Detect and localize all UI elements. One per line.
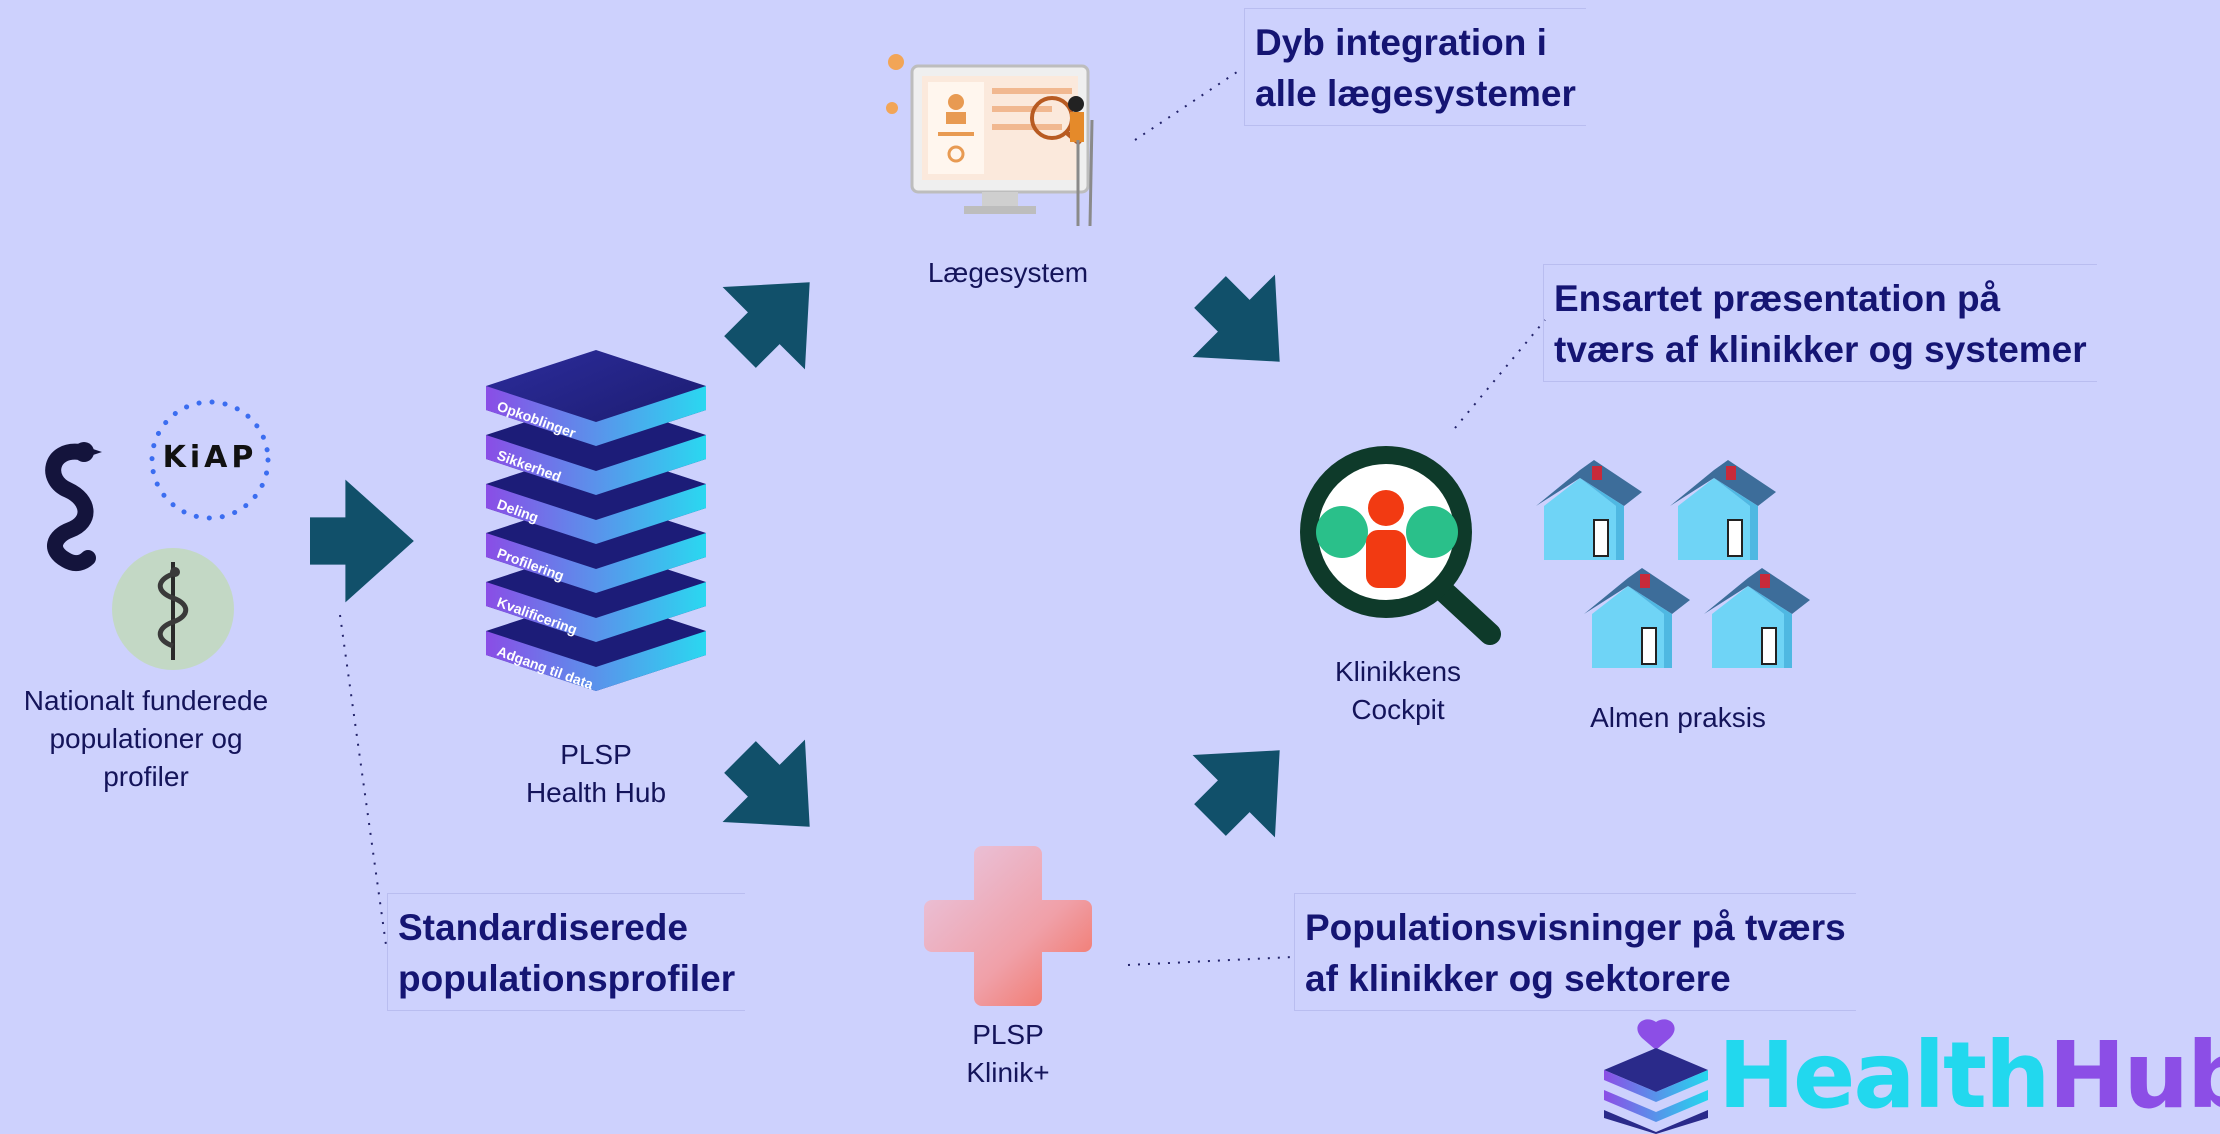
almen-praksis-houses — [1535, 459, 1811, 669]
callout-ensartet-line2: tværs af klinikker og systemer — [1554, 329, 2087, 370]
hub-label: PLSP Health Hub — [500, 736, 692, 812]
hub-label-line2: Health Hub — [525, 777, 667, 808]
klinik-plus-cross-icon — [924, 846, 1092, 1006]
cockpit-label-line2: Cockpit — [1351, 694, 1445, 725]
callout-integration: Dyb integration i alle lægesystemer — [1244, 8, 1586, 126]
almen-praksis-label: Almen praksis — [1590, 702, 1766, 733]
callout-integration-line2: alle lægesystemer — [1255, 73, 1576, 114]
healthhub-logo-part1: Health — [1718, 1022, 2050, 1129]
arrow-laegesystem-to-cockpit — [1168, 250, 1321, 403]
kiap-text: KiAP — [162, 440, 258, 475]
arrow-hub-to-klinik — [698, 715, 851, 868]
leader-standard — [339, 614, 387, 946]
healthhub-logo: HealthHub — [1600, 1018, 2220, 1134]
house-icon — [1583, 567, 1691, 669]
leader-population — [1127, 956, 1294, 966]
arrow-sources-to-hub — [310, 479, 414, 603]
callout-population-line2: af klinikker og sektorere — [1305, 958, 1731, 999]
callout-population: Populationsvisninger på tværs af klinikk… — [1294, 893, 1856, 1011]
cockpit-label: Klinikkens Cockpit — [1296, 653, 1500, 729]
house-icon — [1703, 567, 1811, 669]
asclepius-logo — [112, 548, 234, 670]
house-icon — [1535, 459, 1643, 561]
callout-population-line1: Populationsvisninger på tværs — [1305, 907, 1846, 948]
sources-label-line1: Nationalt funderede — [23, 685, 269, 716]
leader-integration — [1134, 69, 1241, 141]
healthhub-logo-part2: Hub — [2048, 1022, 2220, 1129]
rod-of-asclepius-icon — [157, 562, 189, 660]
health-hub-stack: OpkoblingerSikkerhedDelingProfileringKva… — [486, 350, 706, 692]
house-icon — [1669, 459, 1777, 561]
leader-ensartet — [1454, 319, 1546, 429]
hub-label-line1: PLSP — [560, 739, 632, 770]
klinik-label-line2: Klinik+ — [966, 1057, 1050, 1088]
sources-label-line3: profiler — [103, 761, 189, 792]
klinik-label-line1: PLSP — [972, 1019, 1044, 1050]
arrow-hub-to-laegesystem — [698, 241, 851, 394]
callout-integration-line1: Dyb integration i — [1255, 22, 1547, 63]
arrow-klinik-to-cockpit — [1168, 709, 1321, 862]
klinik-label: PLSP Klinik+ — [920, 1016, 1096, 1092]
callout-ensartet-line1: Ensartet præsentation på — [1554, 278, 2001, 319]
callout-standard: Standardiserede populationsprofiler — [387, 893, 746, 1011]
cockpit-magnifier-icon — [1300, 446, 1501, 645]
healthhub-logo-text: HealthHub — [1718, 1024, 2220, 1128]
callout-standard-line2: populationsprofiler — [398, 958, 736, 999]
laegesystem-monitor-icon — [886, 54, 1094, 227]
sources-label: Nationalt funderede populationer og prof… — [0, 682, 292, 796]
snake-logo-icon — [45, 442, 102, 572]
laegesystem-label: Lægesystem — [927, 257, 1089, 288]
sources-label-line2: populationer og — [49, 723, 243, 754]
healthhub-logo-icon — [1604, 1019, 1708, 1134]
kiap-ring-icon — [149, 399, 271, 521]
cockpit-label-line1: Klinikkens — [1334, 656, 1462, 687]
callout-standard-line1: Standardiserede — [398, 907, 688, 948]
callout-ensartet: Ensartet præsentation på tværs af klinik… — [1543, 264, 2097, 382]
kiap-logo: KiAP — [146, 396, 274, 524]
